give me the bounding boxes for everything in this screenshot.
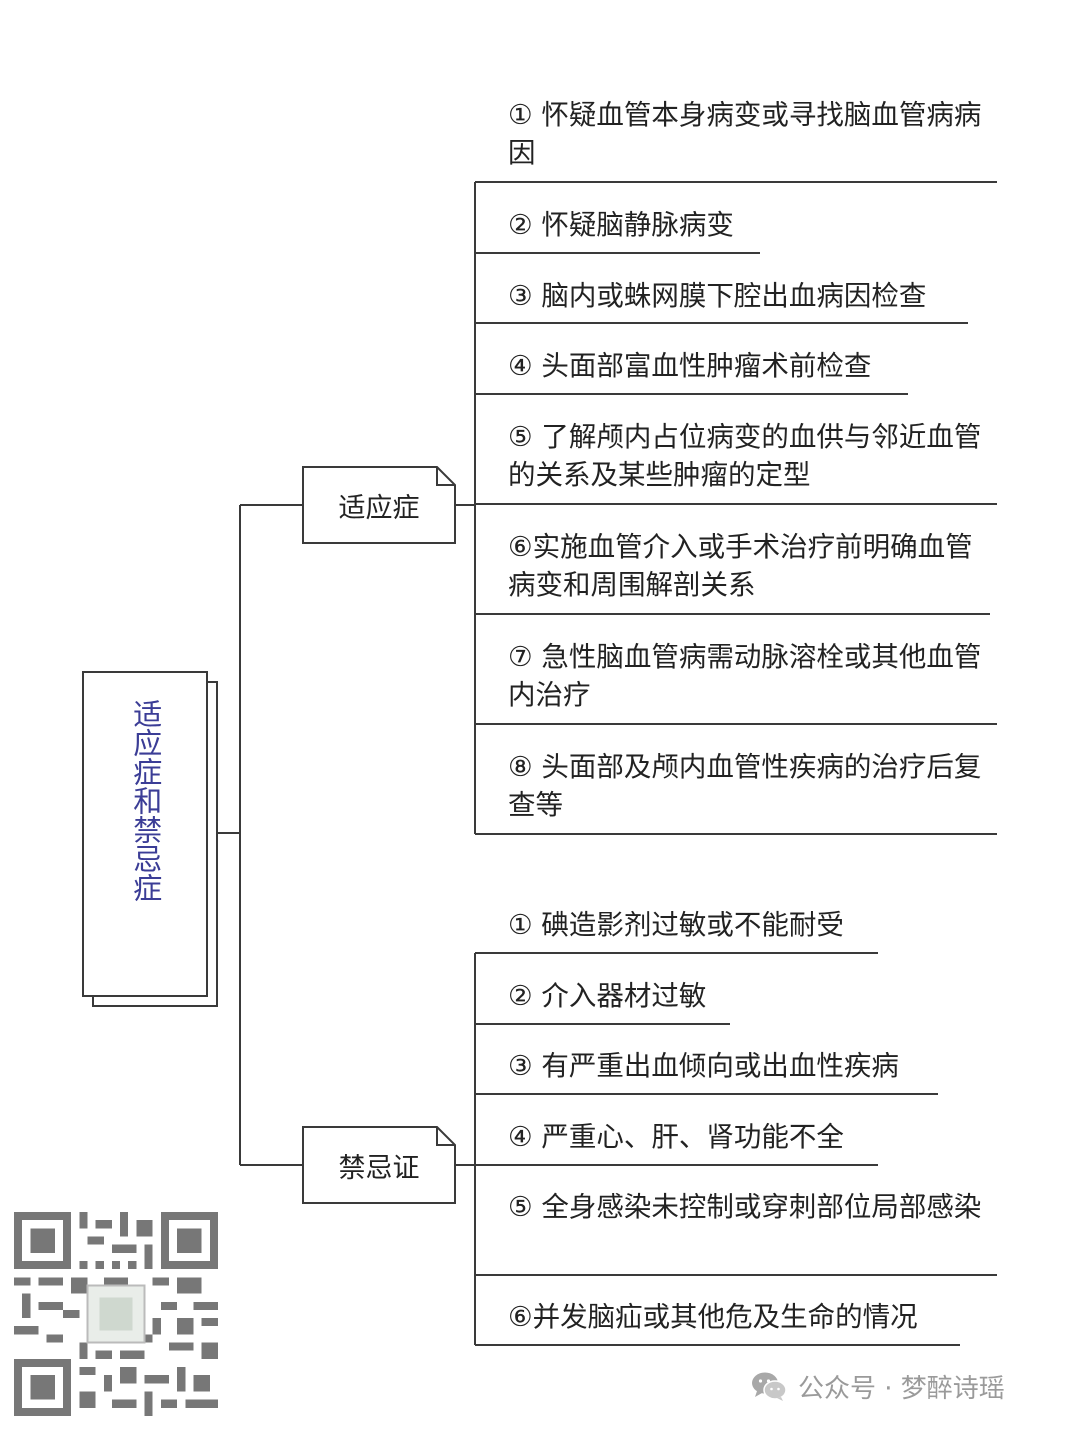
footer-watermark: 公众号 · 梦醉诗瑶 <box>750 1366 1005 1406</box>
branch-label-contraindications: 禁忌证 <box>338 1152 420 1184</box>
indication-item-5: ⑤ 了解颅内占位病变的血供与邻近血管的关系及某些肿瘤的定型 <box>508 421 982 491</box>
indication-item-3: ③ 脑内或蛛网膜下腔出血病因检查 <box>508 280 927 312</box>
contraindication-item-4: ④ 严重心、肝、肾功能不全 <box>508 1121 844 1153</box>
root-node: 适应症和禁忌症 <box>82 671 208 997</box>
root-label: 适应症和禁忌症 <box>128 699 163 902</box>
indication-item-4: ④ 头面部富血性肿瘤术前检查 <box>508 350 872 382</box>
footer-text: 公众号 · 梦醉诗瑶 <box>798 1373 1005 1404</box>
branch-label-indications: 适应症 <box>338 492 420 524</box>
indication-item-7: ⑦ 急性脑血管病需动脉溶栓或其他血管内治疗 <box>508 641 982 711</box>
contraindication-item-5: ⑤ 全身感染未控制或穿刺部位局部感染 <box>508 1191 982 1223</box>
wechat-icon <box>752 1372 787 1401</box>
branch-box-outline-indications <box>302 466 456 544</box>
indication-item-8: ⑧ 头面部及颅内血管性疾病的治疗后复查等 <box>508 751 982 821</box>
contraindication-item-6: ⑥并发脑疝或其他危及生命的情况 <box>508 1301 918 1333</box>
contraindication-item-2: ② 介入器材过敏 <box>508 980 707 1012</box>
qr-code-icon <box>14 1212 218 1416</box>
indication-item-2: ② 怀疑脑静脉病变 <box>508 209 734 241</box>
branch-node-indications: 适应症 <box>303 467 455 543</box>
branch-node-contraindications: 禁忌证 <box>303 1127 455 1203</box>
indication-item-6: ⑥实施血管介入或手术治疗前明确血管病变和周围解剖关系 <box>508 531 973 601</box>
contraindication-item-1: ① 碘造影剂过敏或不能耐受 <box>508 909 844 941</box>
contraindication-item-3: ③ 有严重出血倾向或出血性疾病 <box>508 1050 899 1082</box>
branch-box-outline-contraindications <box>302 1126 456 1204</box>
indication-item-1: ① 怀疑血管本身病变或寻找脑血管病病因 <box>508 99 982 169</box>
